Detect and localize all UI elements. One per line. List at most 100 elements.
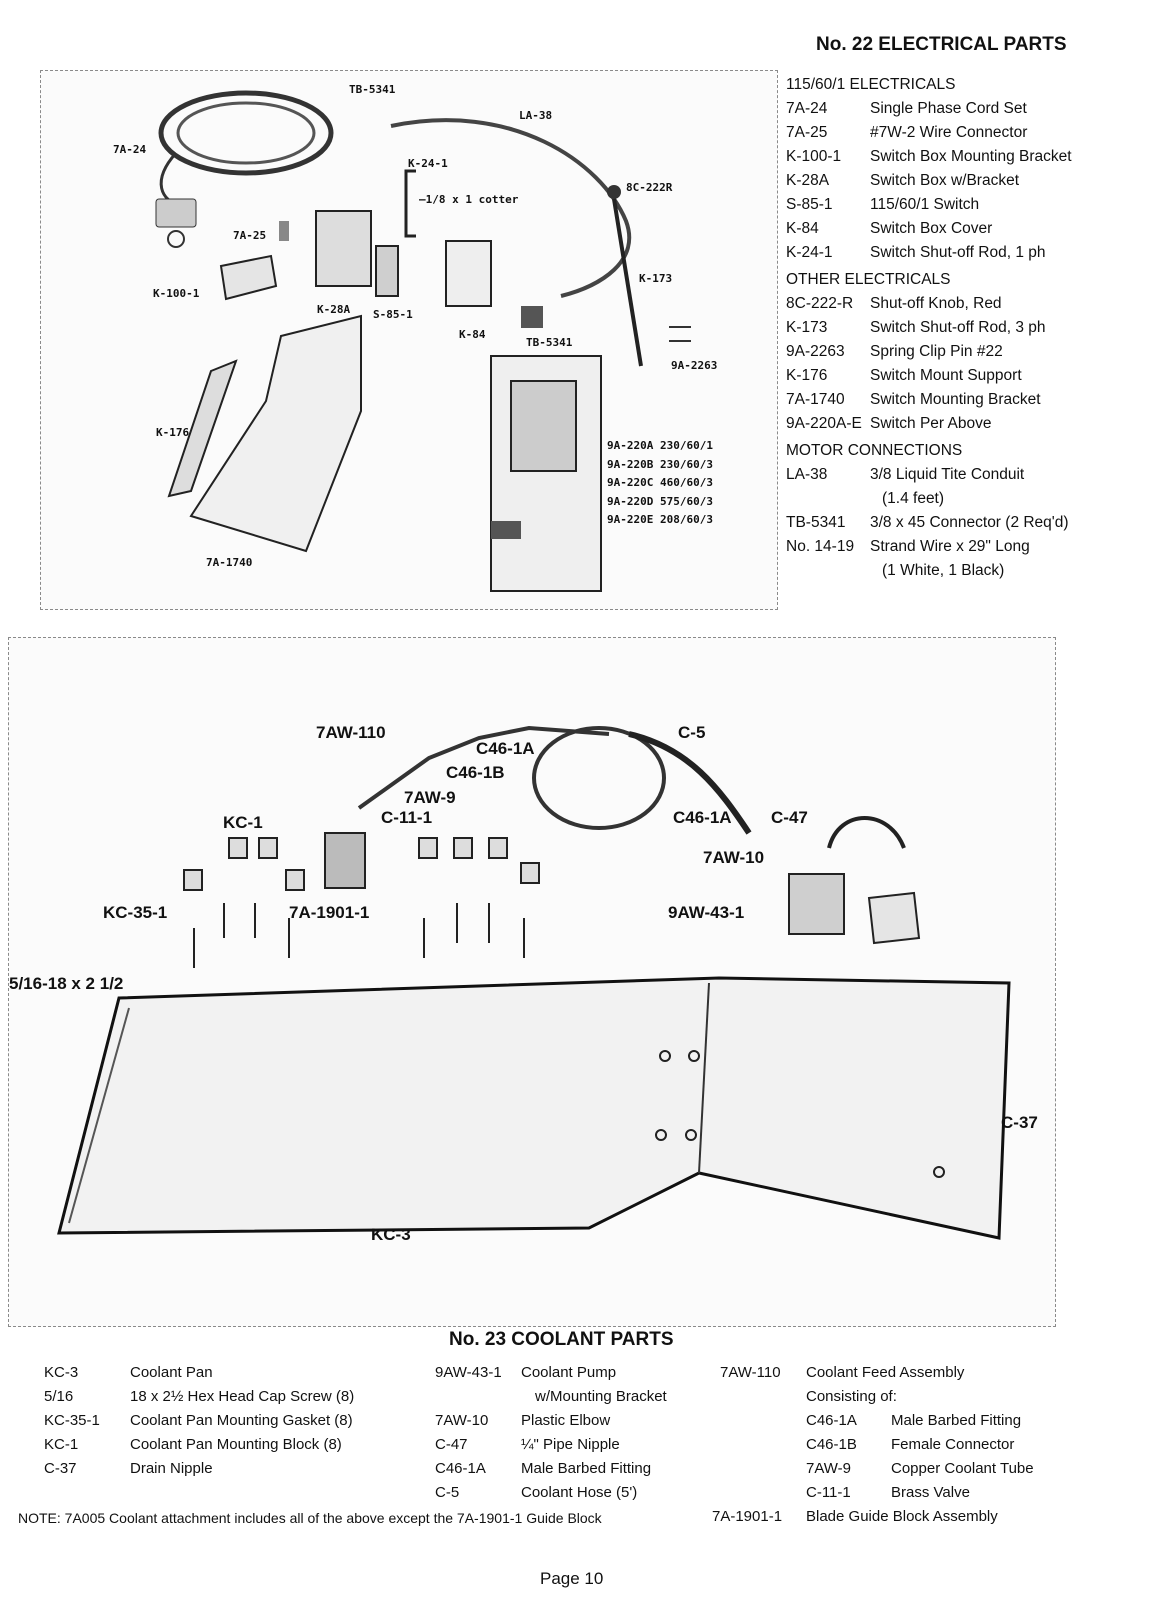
switch-variant: 9A-220A 230/60/1 [607,439,713,452]
section-heading: OTHER ELECTRICALS [786,271,951,288]
label-k-24-1: K-24-1 [408,157,448,170]
cord-plug [155,198,197,228]
label-c46-1a-right: C46-1A [673,808,732,827]
coolant-pan-edge [68,1007,130,1224]
switch-mount-support [167,359,238,498]
label-c-11-1: C-11-1 [381,808,433,827]
part-row-continuation: (1.4 feet) [882,490,945,507]
electrical-parts-figure: TB-5341 LA-38 7A-24 K-24-1 —1/8 x 1 cott… [40,70,778,610]
part-row: w/Mounting Bracket [535,1388,667,1405]
cord-coil [158,90,334,176]
label-k-28a: K-28A [317,303,351,316]
pump-cord [827,816,906,849]
coolant-hose-coil [532,726,666,830]
label-7a-24: 7A-24 [113,143,147,156]
label-7aw-10: 7AW-10 [703,848,765,867]
mounting-bracket [219,254,278,301]
coolant-note: NOTE: 7A005 Coolant attachment includes … [18,1510,602,1526]
switch-box-cover [445,240,492,307]
copper-coolant-tube [357,725,610,810]
label-k-176: K-176 [156,426,190,439]
label-c-47: C-47 [771,808,808,827]
label-kc-35-1: KC-35-1 [103,903,168,922]
switch-variant: 9A-220D 575/60/3 [607,494,713,508]
blade-guide-block [324,832,366,889]
section-heading: MOTOR CONNECTIONS [786,442,963,459]
label-c46-1a-top: C46-1A [476,739,535,758]
switch-box [315,210,372,287]
coolant-pan [57,976,1011,1240]
pump-bracket [867,891,921,945]
label-k-100-1: K-100-1 [153,287,200,300]
cord-lead [159,152,182,208]
label-la-38: LA-38 [519,109,553,122]
label-k-173: K-173 [639,272,673,285]
coolant-pan-divider [698,982,710,1174]
mounting-hardware [183,837,540,968]
shutoff-rod-3ph [612,198,643,367]
wire-connector [279,221,289,241]
label-c-37: C-37 [1001,1113,1038,1132]
switch-face [510,380,577,472]
page-number: Page 10 [540,1569,604,1588]
label-7aw-110: 7AW-110 [316,723,386,742]
label-7a-1901-1: 7A-1901-1 [289,903,370,922]
switch-variant: 9A-220B 230/60/3 [607,457,713,471]
electrical-parts-drawing [155,90,691,592]
switch-variant-labels: 9A-220A 230/60/1 9A-220B 230/60/3 9A-220… [607,437,713,530]
label-9aw-43-1: 9AW-43-1 [668,903,745,922]
spring-clip-pins [669,326,691,342]
cord-coil-inner [176,101,316,165]
cord-ring [167,230,185,248]
part-row: Consisting of: [806,1388,897,1405]
shutoff-knob [607,185,621,199]
label-screw-size: 5/16-18 x 2 1/2 [9,974,124,993]
shutoff-rod-1ph [404,169,416,238]
connector [521,306,543,328]
label-7a-25: 7A-25 [233,229,267,242]
switch-mounting-plate [189,314,362,553]
electrical-title: No. 22 ELECTRICAL PARTS [816,34,1067,55]
coolant-hose [628,731,752,835]
section-heading: 115/60/1 ELECTRICALS [786,76,956,93]
label-s-85-1: S-85-1 [373,308,413,321]
coolant-pump [788,873,845,935]
label-cotter: —1/8 x 1 cotter [419,193,519,206]
conduit [390,118,632,298]
label-7aw-9: 7AW-9 [404,788,456,807]
label-9a-2263: 9A-2263 [671,359,718,372]
pan-holes [655,1050,945,1178]
part-row-continuation: (1 White, 1 Black) [882,562,1005,579]
label-k-84: K-84 [459,328,486,341]
